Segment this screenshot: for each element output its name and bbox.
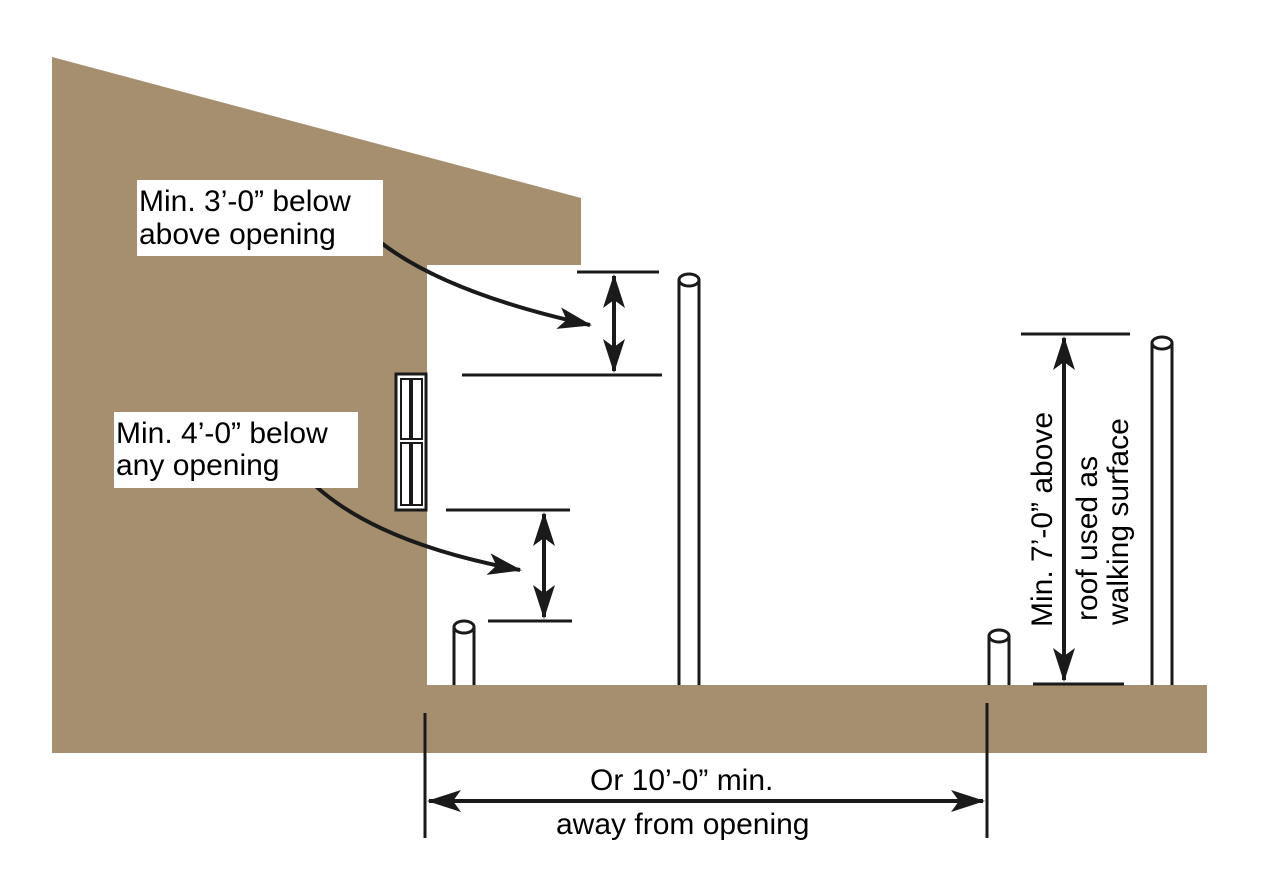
wall-opening-window	[394, 372, 428, 512]
dimension-4ft	[446, 508, 572, 623]
dimension-10ft	[423, 703, 989, 838]
label-distance-line1: Or 10’-0” min.	[590, 764, 773, 797]
dimension-3ft	[462, 270, 662, 377]
leader-arrow-3ft	[364, 228, 592, 329]
label-any-opening-line1: Min. 4’-0” below	[116, 417, 328, 450]
roof-slab	[52, 685, 1207, 753]
label-above-opening: Min. 3’-0” below above opening	[137, 180, 383, 256]
vent-pipe-tall-left	[677, 272, 701, 685]
label-above-opening-line2: above opening	[139, 218, 336, 251]
building-wall	[52, 57, 581, 688]
label-above-opening-line1: Min. 3’-0” below	[139, 185, 351, 218]
label-roof-walking: Min. 7’-0” above	[1022, 383, 1062, 631]
vent-pipe-short-left	[452, 619, 476, 685]
label-any-opening: Min. 4’-0” below any opening	[114, 412, 358, 488]
vent-pipe-short-right	[987, 628, 1011, 685]
label-roof-walking-line3: walking surface	[1102, 418, 1135, 626]
vent-pipe-tall-right	[1150, 335, 1174, 685]
dimension-7ft	[1021, 332, 1130, 686]
label-any-opening-line2: any opening	[116, 449, 279, 482]
label-roof-walking-line2: roof used as	[1071, 456, 1104, 621]
label-distance-line2: away from opening	[556, 808, 809, 841]
label-roof-walking-line1: Min. 7’-0” above	[1026, 412, 1059, 627]
